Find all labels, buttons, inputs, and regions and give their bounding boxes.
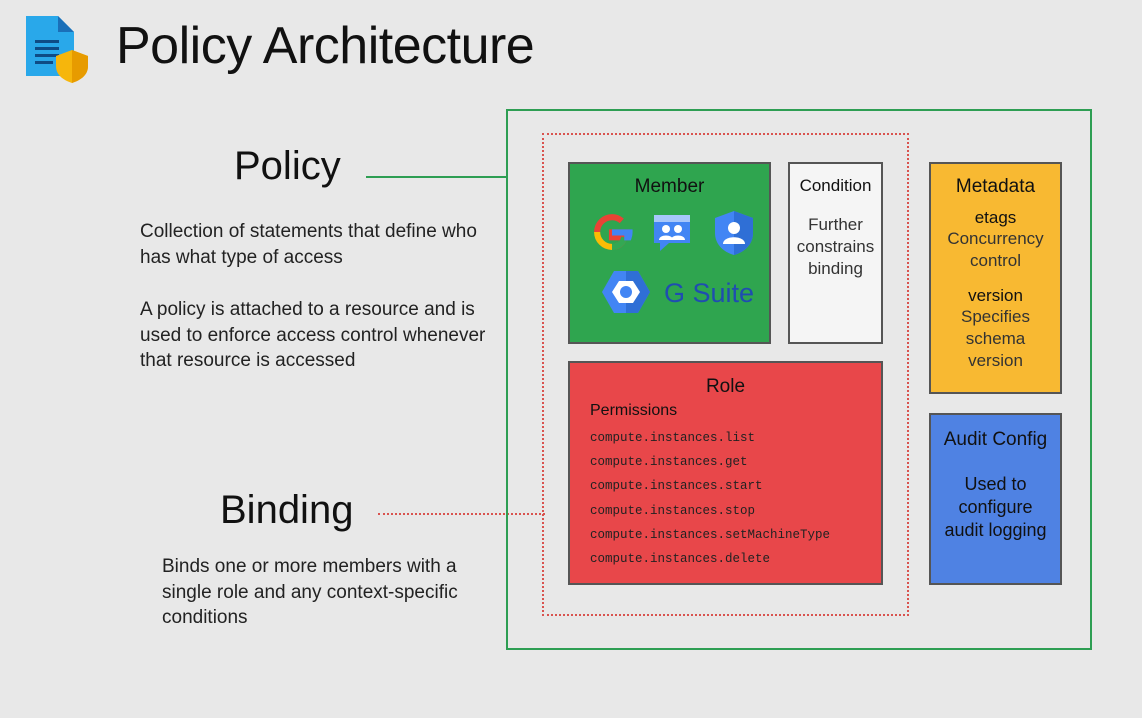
condition-description: Further constrains binding bbox=[796, 215, 875, 278]
etags-description: Concurrency control bbox=[947, 229, 1044, 270]
binding-description: Binds one or more members with a single … bbox=[162, 556, 458, 628]
role-card: Role Permissions compute.instances.list … bbox=[568, 361, 883, 585]
permission-item: compute.instances.get bbox=[590, 455, 748, 470]
policy-box bbox=[506, 109, 1092, 650]
version-description: Specifies schema version bbox=[961, 307, 1030, 370]
service-account-icon bbox=[715, 211, 753, 255]
metadata-card: Metadata etags Concurrency control versi… bbox=[929, 162, 1062, 394]
member-title: Member bbox=[634, 176, 705, 197]
permission-item: compute.instances.stop bbox=[590, 503, 756, 518]
google-icon bbox=[594, 214, 633, 250]
policy-heading: Policy bbox=[234, 144, 341, 188]
etags-label: etags bbox=[974, 208, 1017, 227]
condition-card: Condition Further constrains binding bbox=[788, 162, 883, 344]
cloud-identity-icon bbox=[602, 271, 650, 313]
condition-title: Condition bbox=[799, 176, 872, 195]
permissions-list: compute.instances.list compute.instances… bbox=[590, 426, 881, 571]
binding-box bbox=[542, 133, 909, 616]
permissions-label: Permissions bbox=[590, 402, 678, 419]
policy-description-1: Collection of statements that define who… bbox=[140, 221, 477, 268]
audit-config-card: Audit Config Used to configure audit log… bbox=[929, 413, 1062, 585]
permission-item: compute.instances.setMachineType bbox=[590, 527, 831, 542]
gsuite-label: G Suite bbox=[664, 278, 755, 308]
audit-config-description: Used to configure audit logging bbox=[944, 474, 1047, 540]
policy-description-2: A policy is attached to a resource and i… bbox=[140, 299, 486, 371]
version-label: version bbox=[968, 286, 1023, 305]
permission-item: compute.instances.start bbox=[590, 479, 763, 494]
permission-item: compute.instances.delete bbox=[590, 551, 771, 566]
permission-item: compute.instances.list bbox=[590, 431, 756, 445]
policy-connector-line bbox=[366, 176, 508, 178]
binding-heading: Binding bbox=[220, 488, 354, 532]
role-title: Role bbox=[705, 376, 746, 397]
binding-connector-line bbox=[378, 513, 545, 515]
policy-document-shield-icon bbox=[26, 16, 88, 83]
audit-config-title: Audit Config bbox=[943, 429, 1048, 450]
google-groups-icon bbox=[654, 215, 690, 251]
page-title: Policy Architecture bbox=[116, 17, 535, 75]
metadata-title: Metadata bbox=[955, 176, 1036, 197]
